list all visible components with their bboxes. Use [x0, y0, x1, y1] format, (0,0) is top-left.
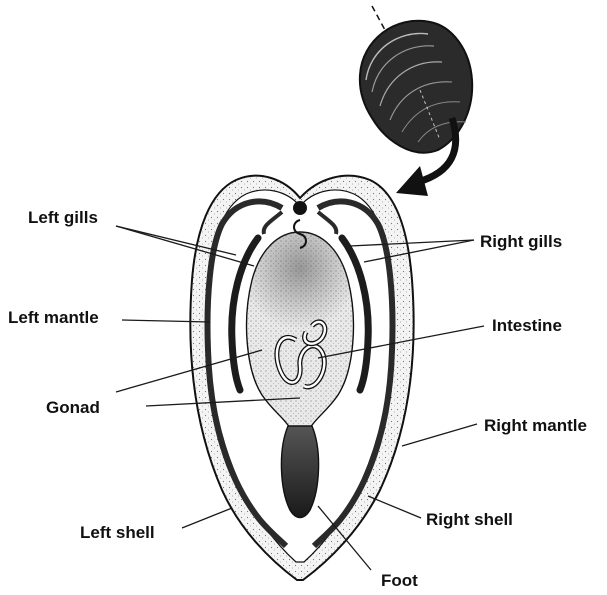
label-left-gills: Left gills	[28, 208, 98, 227]
label-left-mantle: Left mantle	[8, 308, 99, 327]
label-right-mantle: Right mantle	[484, 416, 587, 435]
label-foot: Foot	[381, 571, 418, 590]
label-left-shell: Left shell	[80, 523, 155, 542]
foot	[281, 426, 318, 518]
label-right-shell: Right shell	[426, 510, 513, 529]
label-right-gills: Right gills	[480, 232, 562, 251]
label-intestine: Intestine	[492, 316, 562, 335]
label-gonad: Gonad	[46, 398, 100, 417]
